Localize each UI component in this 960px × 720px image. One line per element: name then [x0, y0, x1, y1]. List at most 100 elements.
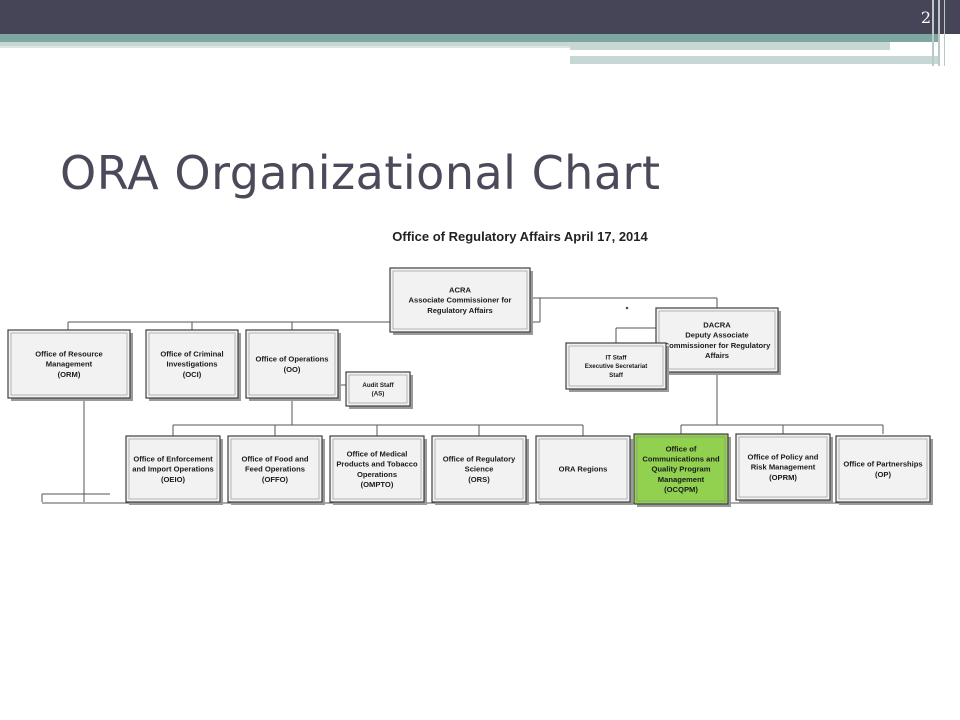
org-node-label: and Import Operations: [132, 465, 213, 474]
org-node-label: Office of Policy and: [748, 452, 819, 461]
org-node-label: Science: [465, 465, 494, 474]
org-node-label: Quality Program: [651, 465, 710, 474]
org-node-box: [633, 433, 729, 505]
org-node-inner-border: [434, 438, 524, 500]
org-node-box: [125, 435, 221, 503]
org-node-label: (OO): [284, 365, 301, 374]
org-node-acra: ACRA Associate Commissioner forRegulatory…: [389, 267, 533, 335]
org-chart-title: Office of Regulatory Affairs April 17, 2…: [392, 229, 648, 244]
org-node-label: Regulatory Affairs: [427, 306, 493, 315]
accent-band: [0, 34, 940, 42]
org-node-box: [655, 307, 779, 373]
org-node-inner-border: [568, 345, 664, 387]
org-node-box: [227, 435, 323, 503]
dot-mark: [625, 306, 629, 310]
divider-line: [938, 0, 940, 66]
org-node-label: (ORS): [468, 475, 490, 484]
org-node-label: (OP): [875, 470, 892, 479]
org-node-inner-border: [128, 438, 218, 500]
org-node-inner-border: [348, 374, 408, 404]
org-node-inner-border: [332, 438, 422, 500]
header-bar: [0, 0, 960, 34]
org-node-label: Office of Medical: [347, 449, 408, 458]
org-node-label: Executive Secretariat: [585, 363, 648, 370]
org-node-box: [7, 329, 131, 399]
org-node-op: Office of Partnerships(OP): [835, 435, 933, 505]
org-node-label: (OCQPM): [664, 485, 698, 494]
org-node-label: Office of Partnerships: [843, 460, 922, 469]
org-node-label: (OCI): [183, 370, 202, 379]
slide-title: ORA Organizational Chart: [60, 146, 661, 200]
org-node-label: (OPRM): [769, 473, 797, 482]
accent-band-right: [570, 42, 890, 50]
org-node-label: Audit Staff: [362, 382, 394, 389]
org-node-label: Investigations: [166, 360, 217, 369]
org-node-box: [329, 435, 425, 503]
org-node-box: [535, 435, 631, 503]
org-node-label: Deputy Associate: [685, 331, 748, 340]
org-node-label: Associate Commissioner for: [409, 296, 512, 305]
org-node-label: Office of Enforcement: [133, 454, 213, 463]
org-node-label: Office of: [666, 444, 697, 453]
org-node-oeio: Office of Enforcement and Import Operatio…: [125, 435, 223, 505]
org-node-box: [735, 433, 831, 501]
accent-band-right-lower: [570, 56, 940, 64]
org-node-box: [345, 371, 411, 407]
org-node-inner-border: [392, 270, 528, 330]
org-node-label: ACRA: [449, 285, 471, 294]
org-node-inner-border: [10, 332, 128, 396]
org-node-box: [245, 329, 339, 399]
org-node-label: Commissioner for Regulatory: [664, 341, 772, 350]
org-node-label: DACRA: [703, 320, 731, 329]
accent-band-light: [0, 42, 570, 46]
org-node-label: (ORM): [58, 370, 81, 379]
org-node-label: Products and Tobacco: [336, 460, 418, 469]
org-node-box: [145, 329, 239, 399]
org-node-inner-border: [838, 438, 928, 500]
org-node-label: Management: [46, 360, 93, 369]
org-node-inner-border: [248, 332, 336, 396]
org-node-inner-border: [658, 310, 776, 370]
org-node-label: Communications and: [642, 454, 720, 463]
org-node-label: Management: [658, 475, 705, 484]
divider-line: [932, 0, 934, 66]
org-node-label: (AS): [372, 391, 385, 398]
org-node-label: Operations: [357, 470, 397, 479]
org-node-inner-border: [636, 436, 726, 502]
org-node-label: Affairs: [705, 351, 729, 360]
org-node-label: Staff: [609, 372, 624, 379]
org-node-label: Risk Management: [751, 463, 816, 472]
org-node-label: (OMPTO): [361, 480, 394, 489]
accent-band-faint: [0, 46, 570, 48]
org-node-label: ORA Regions: [559, 465, 608, 474]
org-node-audit-staff: Audit Staff (AS): [345, 371, 413, 409]
org-node-box: [431, 435, 527, 503]
org-node-label: Office of Resource: [35, 349, 103, 358]
org-node-label: Office of Regulatory: [443, 454, 516, 463]
org-node-oo: Office of Operations(OO): [245, 329, 341, 401]
org-node-label: Office of Criminal: [160, 349, 223, 358]
org-node-inner-border: [538, 438, 628, 500]
org-node-inner-border: [230, 438, 320, 500]
org-node-box: [835, 435, 931, 503]
org-node-label: (OFFO): [262, 475, 289, 484]
org-node-box: [389, 267, 531, 333]
org-node-label: (OEIO): [161, 475, 186, 484]
divider-line: [944, 0, 945, 66]
org-node-label: Feed Operations: [245, 465, 305, 474]
org-node-label: Office of Food and: [241, 454, 308, 463]
org-node-label: Office of Operations: [256, 355, 329, 364]
org-node-box: [565, 342, 667, 390]
slide-number: 2: [920, 8, 932, 27]
org-node-ora-regions: ORA Regions: [535, 435, 633, 505]
